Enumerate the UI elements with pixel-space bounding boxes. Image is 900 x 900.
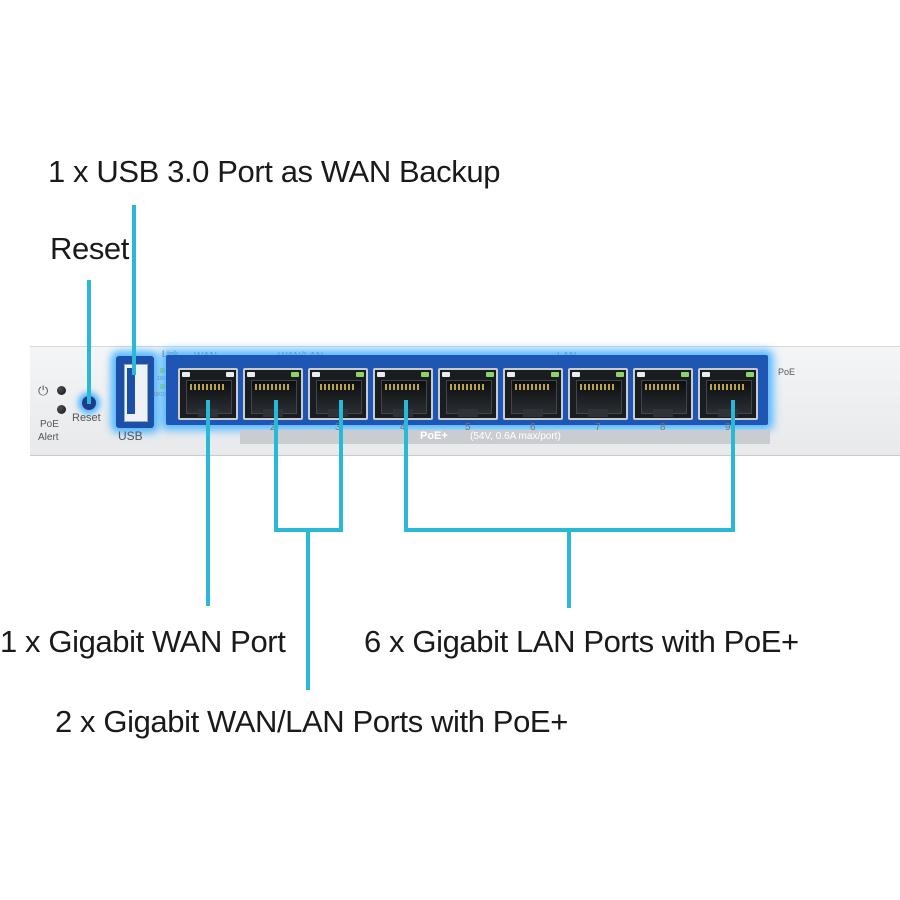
port-number-6: 6 [530,422,536,433]
lan-port-8[interactable] [633,368,693,420]
port-number-3: 3 [335,422,341,433]
wan-lan-port-3[interactable] [308,368,368,420]
wan-lan-callout: 2 x Gigabit WAN/LAN Ports with PoE+ [55,704,568,739]
lan-leader-left [404,400,408,532]
wan-lan-port-2[interactable] [243,368,303,420]
reset-label: Reset [72,412,101,424]
poe-band [240,430,770,444]
reset-leader-line [87,280,91,404]
usb-label: USB [118,429,143,443]
alert-led [57,405,66,414]
usb-callout: 1 x USB 3.0 Port as WAN Backup [48,154,501,189]
port-number-4: 4 [400,422,406,433]
wan-lan-leader-left [274,400,278,532]
lan-leader-stem [567,528,571,608]
port-number-5: 5 [465,422,471,433]
lan-port-6[interactable] [503,368,563,420]
poe-group-label: PoE [778,367,796,377]
lan-leader-right [731,400,735,532]
power-icon: ⏻ [38,383,49,398]
poe-band-label: PoE+ [420,430,448,442]
speed-100-indicator [160,384,165,389]
power-led [57,386,66,395]
lan-port-9[interactable] [698,368,758,420]
port-number-2: 2 [270,422,276,433]
reset-callout: Reset [50,231,129,266]
lan-port-4[interactable] [373,368,433,420]
link-label: Link [162,349,179,359]
poe-led-label: PoE [40,419,59,430]
speed-1000-label: 1000M [157,376,173,382]
port-number-8: 8 [660,422,666,433]
wan-leader-line [206,400,210,606]
speed-1000-indicator [160,368,165,373]
alert-led-label: Alert [38,432,59,443]
lan-port-7[interactable] [568,368,628,420]
usb-leader-line [132,205,136,375]
speed-100-label: 10/100M [153,392,173,398]
lan-callout: 6 x Gigabit LAN Ports with PoE+ [364,624,799,659]
wan-lan-leader-stem [306,528,310,690]
port-number-7: 7 [595,422,601,433]
port-number-9: 9 [725,422,731,433]
wan-callout: 1 x Gigabit WAN Port [0,624,286,659]
wan-lan-leader-right [339,400,343,532]
lan-port-5[interactable] [438,368,498,420]
poe-band-note: (54V, 0.6A max/port) [470,431,561,442]
